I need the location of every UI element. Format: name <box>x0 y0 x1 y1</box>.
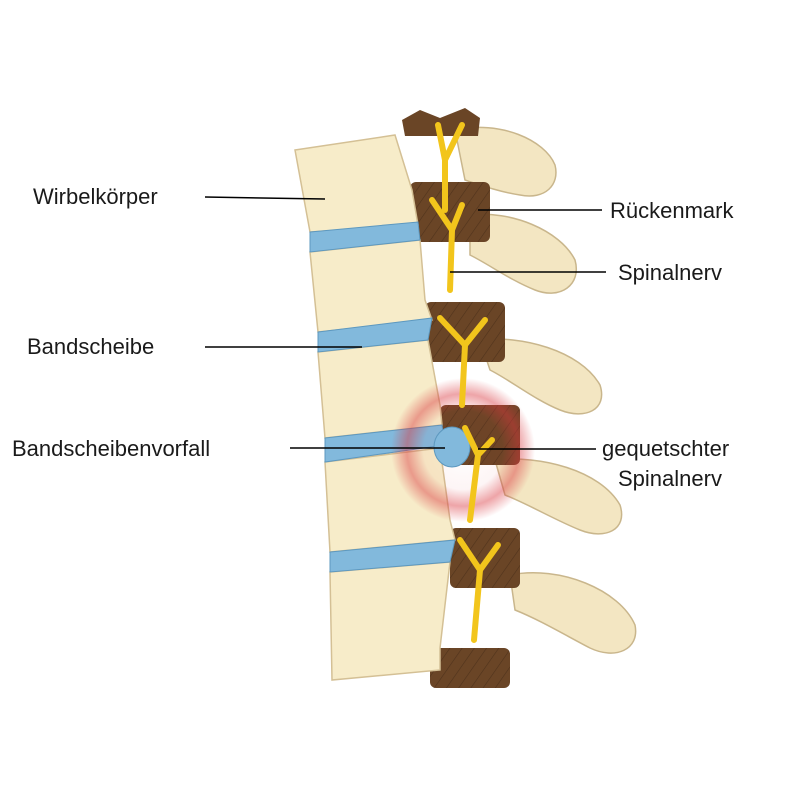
leader-lines <box>204 196 606 450</box>
label-disc: Bandscheibe <box>27 334 155 359</box>
label-herniation: Bandscheibenvorfall <box>12 436 211 461</box>
label-pinched-nerve-line1: gequetschter <box>602 436 730 461</box>
label-pinched-nerve-line2: Spinalnerv <box>618 466 722 491</box>
vertebral-processes <box>454 126 637 654</box>
herniated-disc-bulge <box>433 426 471 468</box>
spinal-nerves <box>429 122 501 643</box>
label-spinal-cord: Rückenmark <box>610 198 734 223</box>
label-vertebral-body: Wirbelkörper <box>33 184 158 209</box>
label-spinal-nerve: Spinalnerv <box>618 260 722 285</box>
